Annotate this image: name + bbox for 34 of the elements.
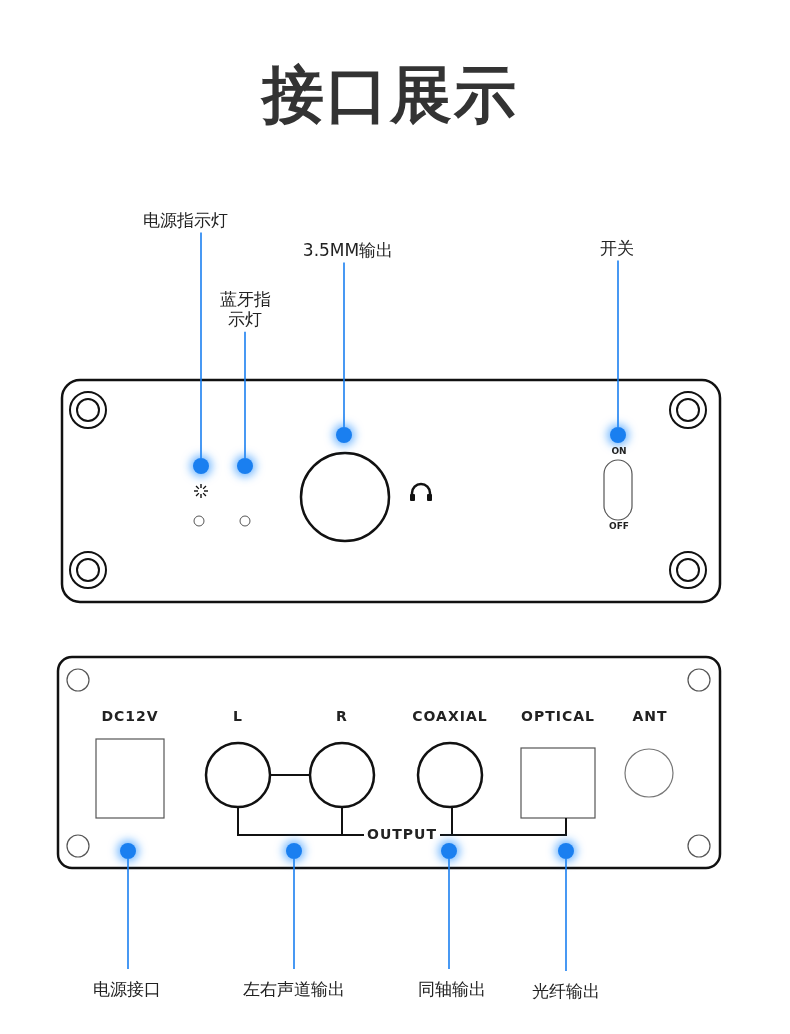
indicator-dot bbox=[120, 843, 136, 859]
port-label: R bbox=[336, 708, 348, 725]
indicator-dot bbox=[610, 427, 626, 443]
indicator-dot bbox=[558, 843, 574, 859]
leader-line bbox=[293, 858, 295, 970]
switch-label: OFF bbox=[609, 521, 629, 532]
indicator-dot bbox=[336, 427, 352, 443]
leader-line bbox=[200, 231, 202, 459]
switch-label: ON bbox=[611, 446, 627, 457]
output-label: OUTPUT bbox=[367, 826, 437, 843]
leader-line bbox=[617, 259, 619, 428]
callout-label: 光纤输出 bbox=[532, 981, 600, 1002]
port-label: L bbox=[233, 708, 243, 725]
indicator-dot bbox=[441, 843, 457, 859]
callout-label: 电源指示灯 bbox=[142, 210, 228, 231]
port-label: ANT bbox=[632, 708, 668, 725]
leader-line bbox=[343, 261, 345, 428]
leader-line bbox=[565, 858, 567, 972]
indicator-dot bbox=[193, 458, 209, 474]
indicator-dot bbox=[286, 843, 302, 859]
port-label: COAXIAL bbox=[412, 708, 488, 725]
port-label: DC12V bbox=[101, 708, 159, 725]
leader-line bbox=[244, 330, 246, 459]
callout-label: 3.5MM输出 bbox=[302, 240, 394, 261]
port-label: OPTICAL bbox=[521, 708, 595, 725]
callout-label: 电源接口 bbox=[93, 979, 161, 1000]
callout-label: 左右声道输出 bbox=[243, 979, 345, 1000]
leader-line bbox=[127, 858, 129, 970]
callout-label: 蓝牙指示灯 bbox=[218, 289, 272, 330]
title: 接口展示 bbox=[262, 58, 518, 133]
leader-line bbox=[448, 858, 450, 970]
indicator-dot bbox=[237, 458, 253, 474]
callout-label: 开关 bbox=[600, 238, 634, 259]
callout-label: 同轴输出 bbox=[418, 979, 486, 1000]
